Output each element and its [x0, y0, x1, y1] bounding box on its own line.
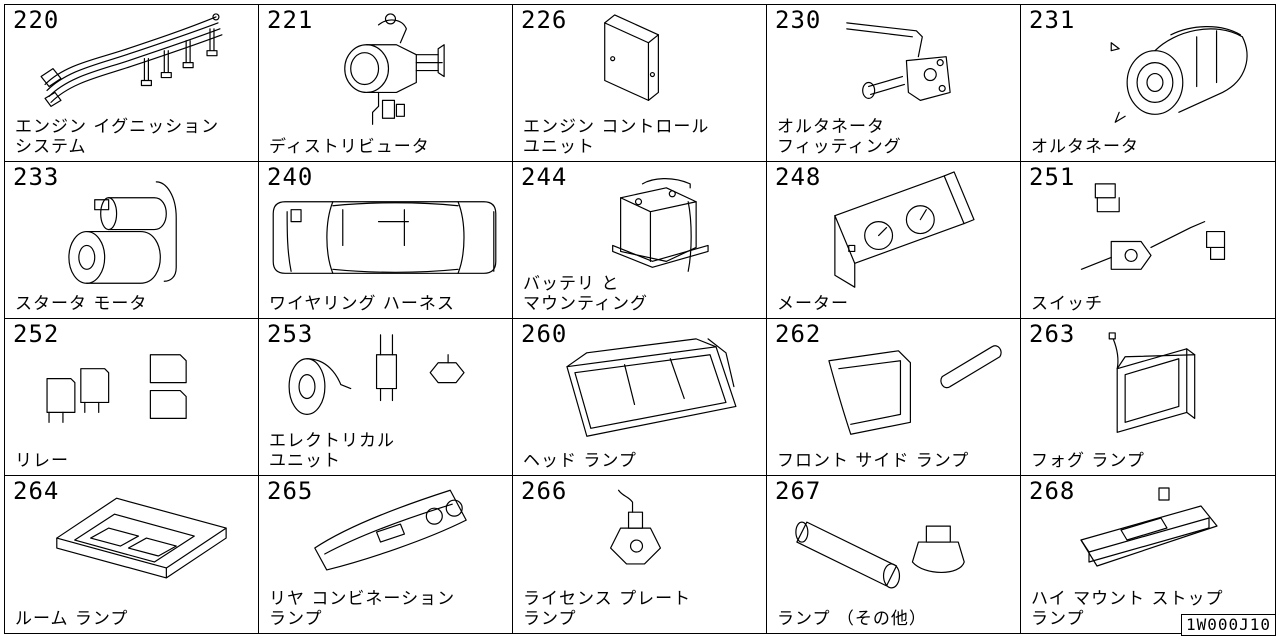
part-number: 252: [13, 320, 60, 348]
part-name: リレー: [15, 451, 69, 471]
part-number: 226: [521, 6, 568, 34]
part-number: 248: [775, 163, 822, 191]
part-cell-253[interactable]: 253 エレクトリカル ユニット: [259, 319, 513, 476]
part-cell-268[interactable]: 268 ハイ マウント ストップ ランプ: [1021, 476, 1275, 633]
part-number: 253: [267, 320, 314, 348]
part-cell-230[interactable]: 230 オルタネータ フィッティング: [767, 5, 1021, 162]
part-name: バッテリ と マウンティング: [523, 274, 648, 314]
part-name: リヤ コンビネーション ランプ: [269, 589, 456, 629]
part-name: ルーム ランプ: [15, 609, 129, 629]
part-cell-265[interactable]: 265 リヤ コンビネーション ランプ: [259, 476, 513, 633]
part-number: 221: [267, 6, 314, 34]
diagram-code: 1W000J10: [1180, 614, 1276, 636]
part-number: 233: [13, 163, 60, 191]
part-cell-260[interactable]: 260 ヘッド ランプ: [513, 319, 767, 476]
part-number: 266: [521, 477, 568, 505]
part-cell-240[interactable]: 240 ワイヤリング ハーネス: [259, 162, 513, 319]
part-number: 220: [13, 6, 60, 34]
part-name: エレクトリカル ユニット: [269, 431, 395, 471]
part-number: 231: [1029, 6, 1076, 34]
part-name: オルタネータ: [1031, 137, 1139, 157]
part-name: エンジン イグニッション システム: [15, 117, 220, 157]
part-number: 262: [775, 320, 822, 348]
part-cell-264[interactable]: 264 ルーム ランプ: [5, 476, 259, 633]
part-cell-248[interactable]: 248 メーター: [767, 162, 1021, 319]
part-name: オルタネータ フィッティング: [777, 117, 902, 157]
part-name: フロント サイド ランプ: [777, 451, 970, 471]
part-name: スイッチ: [1031, 294, 1103, 314]
part-name: フォグ ランプ: [1031, 451, 1145, 471]
part-cell-266[interactable]: 266 ライセンス プレート ランプ: [513, 476, 767, 633]
part-name: ヘッド ランプ: [523, 451, 637, 471]
part-number: 240: [267, 163, 314, 191]
part-cell-251[interactable]: 251 スイッチ: [1021, 162, 1275, 319]
part-cell-221[interactable]: 221 ディストリビュータ: [259, 5, 513, 162]
part-number: 268: [1029, 477, 1076, 505]
part-name: スタータ モータ: [15, 294, 148, 314]
part-number: 264: [13, 477, 60, 505]
part-name: エンジン コントロール ユニット: [523, 117, 710, 157]
part-cell-267[interactable]: 267 ランプ （その他）: [767, 476, 1021, 633]
part-cell-252[interactable]: 252 リレー: [5, 319, 259, 476]
part-cell-244[interactable]: 244 バッテリ と マウンティング: [513, 162, 767, 319]
part-cell-220[interactable]: 220 エンジン イグニッション システム: [5, 5, 259, 162]
part-cell-262[interactable]: 262 フロント サイド ランプ: [767, 319, 1021, 476]
part-number: 251: [1029, 163, 1076, 191]
part-number: 230: [775, 6, 822, 34]
part-number: 244: [521, 163, 568, 191]
part-number: 267: [775, 477, 822, 505]
part-cell-226[interactable]: 226 エンジン コントロール ユニット: [513, 5, 767, 162]
part-name: ハイ マウント ストップ ランプ: [1031, 589, 1224, 629]
part-name: ディストリビュータ: [269, 137, 430, 157]
part-number: 265: [267, 477, 314, 505]
part-number: 260: [521, 320, 568, 348]
part-name: ランプ （その他）: [777, 609, 927, 629]
part-cell-233[interactable]: 233 スタータ モータ: [5, 162, 259, 319]
parts-grid: 220 エンジン イグニッション システム 221 ディストリビュータ 226: [4, 4, 1276, 634]
part-cell-263[interactable]: 263 フォグ ランプ: [1021, 319, 1275, 476]
part-cell-231[interactable]: 231 オルタネータ: [1021, 5, 1275, 162]
part-number: 263: [1029, 320, 1076, 348]
part-name: ライセンス プレート ランプ: [523, 589, 692, 629]
part-name: メーター: [777, 294, 849, 314]
part-name: ワイヤリング ハーネス: [269, 294, 455, 314]
